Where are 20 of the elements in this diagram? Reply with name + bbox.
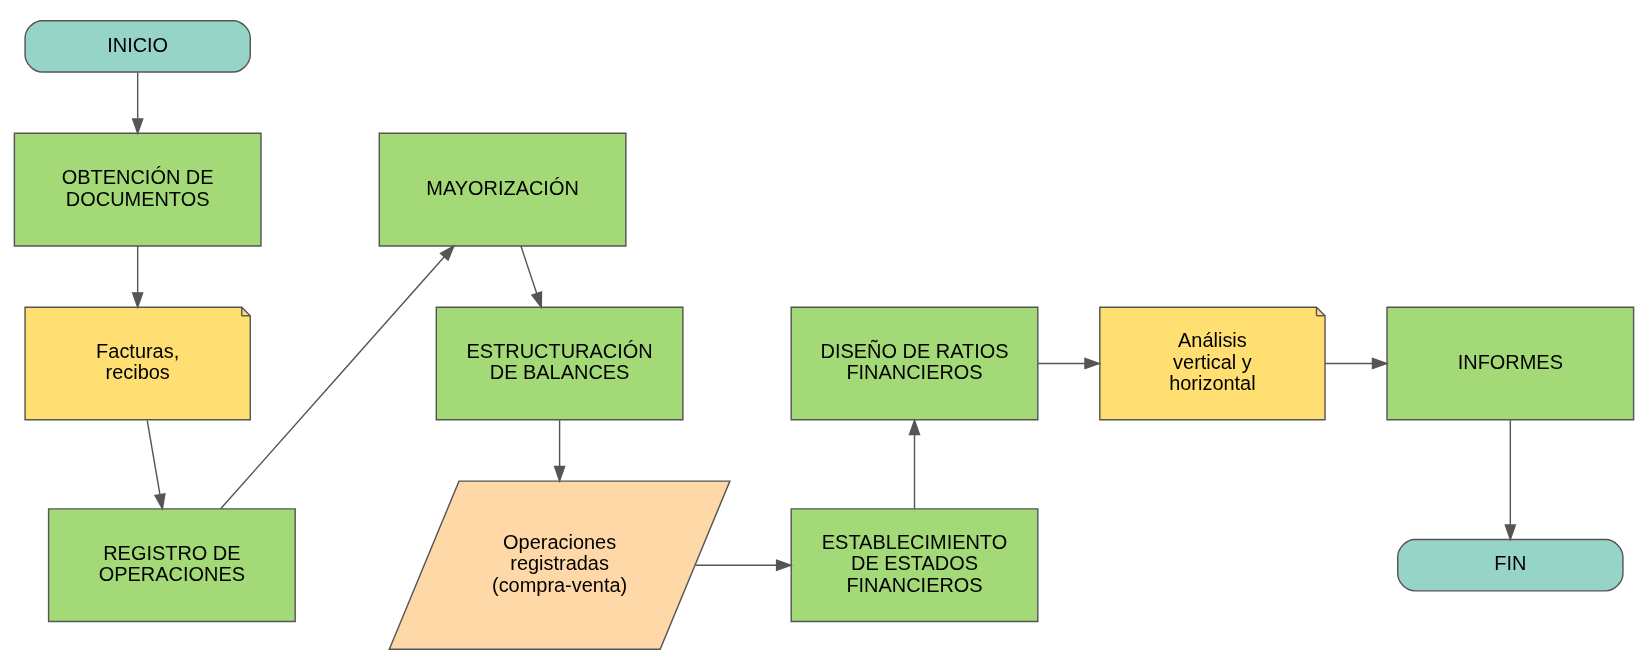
node-box: OBTENCIÓN DE DOCUMENTOS — [13, 132, 262, 247]
node-box: ESTRUCTURACIÓN DE BALANCES — [435, 306, 684, 421]
arrow — [131, 245, 144, 310]
arrow — [1037, 357, 1102, 370]
node-box: MAYORIZACIÓN — [378, 132, 627, 247]
arrow — [131, 71, 144, 136]
arrow — [908, 418, 921, 510]
arrow — [553, 419, 566, 483]
node-box: ESTABLECIMIENTO DE ESTADOS FINANCIEROS — [790, 508, 1039, 623]
node-box: INFORMES — [1386, 306, 1635, 421]
arrow — [220, 244, 456, 510]
arrow — [1504, 419, 1517, 542]
arrow — [694, 559, 794, 572]
arrow — [520, 245, 543, 310]
arrow — [146, 419, 166, 511]
node-box: INICIO — [24, 20, 251, 73]
node-box: DISEÑO DE RATIOS FINANCIEROS — [790, 306, 1039, 421]
node-box: REGISTRO DE OPERACIONES — [47, 508, 296, 623]
arrow — [1324, 357, 1389, 370]
node-box: FIN — [1397, 538, 1624, 592]
